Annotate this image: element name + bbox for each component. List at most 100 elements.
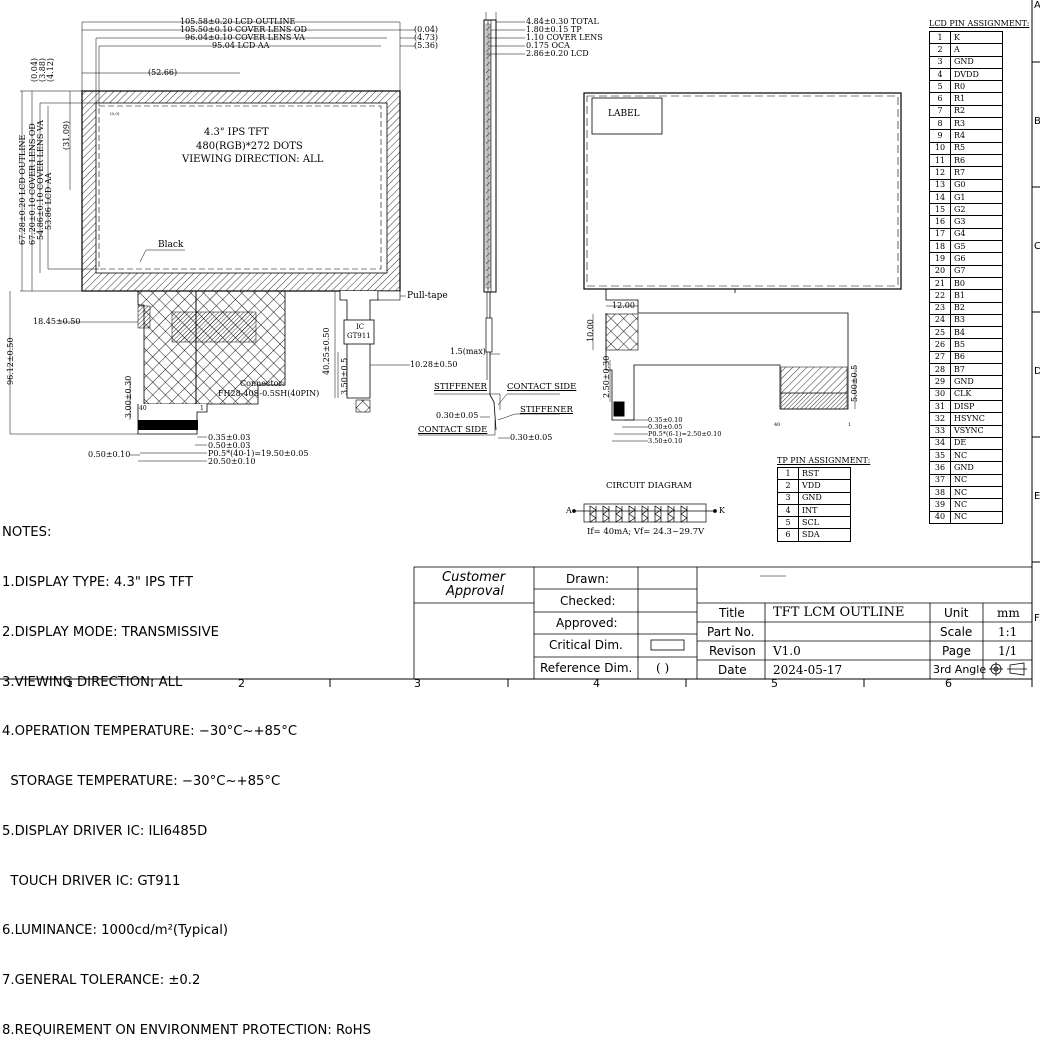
- row-index-d: D: [1034, 366, 1040, 377]
- dim-total-thickness: 4.84±0.30 TOTAL: [526, 17, 599, 26]
- ic-gt911: [343, 319, 375, 345]
- ic-part-label: GT911: [347, 332, 371, 340]
- critical-dim-label: Critical Dim.: [549, 638, 623, 652]
- back-fpc-pads: [780, 392, 848, 410]
- row-index-c: C: [1034, 241, 1040, 252]
- approved-label: Approved:: [556, 616, 618, 630]
- lcd-pins-pin-number: 24: [929, 313, 951, 328]
- lcd-pins-pin-signal: DISP: [950, 399, 1003, 414]
- lcd-pins-pin-signal: R2: [950, 104, 1003, 119]
- lcd-pins-pin-signal: NC: [950, 498, 1003, 512]
- back-fpc-hatch: [780, 366, 848, 394]
- dim-center-x: (52.66): [148, 68, 178, 77]
- lcd-pins-pin-number: 33: [929, 424, 951, 438]
- fpc-stiffener: [137, 305, 151, 329]
- note-line: 2.DISPLAY MODE: TRANSMISSIVE: [2, 624, 219, 640]
- lcd-pins-pin-number: 20: [929, 264, 951, 278]
- back-pin-1: 1: [848, 422, 852, 428]
- lcd-pins-pin-signal: R3: [950, 117, 1003, 131]
- lcd-pins-pin-number: 28: [929, 363, 951, 377]
- label-box: [591, 97, 663, 135]
- anode-label: A: [566, 506, 572, 515]
- lcd-pins-pin-number: 39: [929, 498, 951, 512]
- lcd-pins-pin-signal: R0: [950, 80, 1003, 94]
- dim-fpc-stiffener: 3.00±0.30: [124, 375, 133, 418]
- cathode-label: K: [719, 506, 725, 515]
- dim-stiffener-thickness: 0.30±0.05: [436, 411, 479, 420]
- reference-dim-symbol: ( ): [656, 661, 670, 675]
- tp-pins-pin-number: 5: [777, 516, 799, 530]
- dim-tp-fpc-length: 40.25±0.50: [322, 327, 331, 375]
- dim-center-y: (31.09): [62, 120, 71, 150]
- lcd-pins-pin-number: 34: [929, 436, 951, 451]
- customer-label: Customer: [442, 570, 506, 585]
- lcd-pins-pin-signal: G6: [950, 252, 1003, 266]
- tp-gold-fingers: [613, 401, 625, 417]
- lcd-pins-pin-signal: DE: [950, 436, 1003, 451]
- drawn-label: Drawn:: [566, 572, 609, 586]
- lcd-pins-pin-signal: G5: [950, 240, 1003, 254]
- title-value: TFT LCM OUTLINE: [773, 605, 905, 620]
- lcd-pins-pin-number: 1: [929, 30, 951, 45]
- lcd-pins-pin-number: 18: [929, 240, 951, 254]
- dim-fpc-edge: 0.50±0.10: [88, 450, 131, 459]
- lcd-pins-pin-signal: R6: [950, 153, 1003, 168]
- lcd-pins-pin-number: 10: [929, 141, 951, 155]
- black-label: Black: [158, 240, 184, 250]
- lcd-pins-pin-number: 37: [929, 473, 951, 487]
- fpc-components: [171, 311, 257, 343]
- reference-dim-label: Reference Dim.: [540, 661, 633, 675]
- dim-offset-top-1: (0.04): [414, 25, 439, 34]
- lcd-pins-pin-number: 21: [929, 276, 951, 291]
- tp-pin-title: TP PIN ASSIGNMENT:: [777, 456, 871, 465]
- page-label: Page: [942, 644, 972, 658]
- tp-pins-pin-number: 1: [777, 466, 799, 481]
- lcd-pins-pin-signal: NC: [950, 485, 1003, 500]
- lcd-pins-pin-number: 23: [929, 301, 951, 315]
- lcd-pins-pin-signal: GND: [950, 375, 1003, 389]
- dim-offset-left-3: (4.12): [46, 57, 55, 82]
- lcd-pins-pin-signal: G0: [950, 178, 1003, 192]
- dim-tp-pin-pitch: 0.30±0.05: [648, 423, 683, 431]
- col-index-6: 6: [945, 677, 952, 690]
- col-index-2: 2: [238, 677, 245, 690]
- drawing-canvas: [0, 0, 1040, 687]
- back-stiffener: [605, 313, 639, 351]
- dim-offset-top-3: (5.36): [414, 41, 439, 50]
- pull-tape-label: Pull-tape: [407, 291, 448, 301]
- lcd-pins-pin-number: 15: [929, 203, 951, 217]
- note-line: 7.GENERAL TOLERANCE: ±0.2: [2, 973, 201, 989]
- stiffener-label-right: STIFFENER: [520, 405, 573, 415]
- tp-pins-pin-signal: SDA: [798, 528, 851, 542]
- dim-tp-pin-span: P0.5*(6-1)=2.50±0.10: [648, 430, 722, 438]
- lcd-pins-pin-number: 26: [929, 338, 951, 352]
- pull-tape-tab: [377, 290, 401, 301]
- lcd-pins-pin-number: 3: [929, 55, 951, 69]
- lcd-pins-pin-number: 13: [929, 178, 951, 192]
- lcd-pins-pin-signal: G1: [950, 190, 1003, 205]
- lcd-pins-pin-signal: R7: [950, 166, 1003, 180]
- dim-pin-span: P0.5*(40-1)=19.50±0.05: [208, 449, 309, 458]
- dim-cover-va-width: 96.04±0.10 COVER LENS VA: [185, 33, 305, 42]
- circuit-diagram: [572, 503, 717, 523]
